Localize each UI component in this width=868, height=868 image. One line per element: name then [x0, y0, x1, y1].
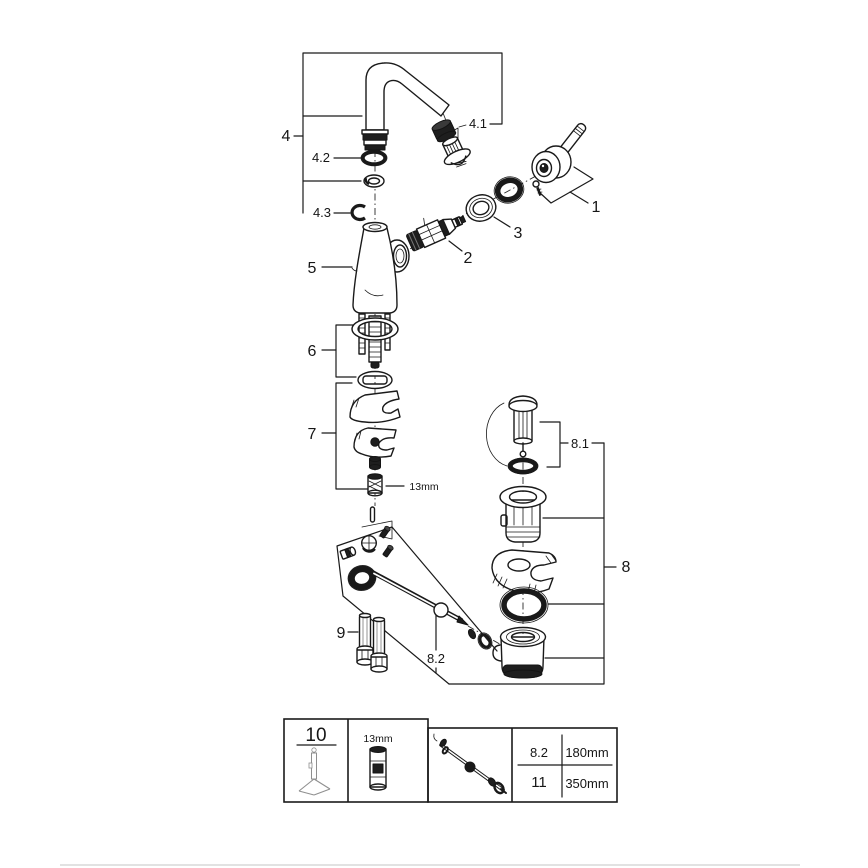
legend-row2-ref: 11 — [531, 774, 547, 791]
spout-oring — [360, 149, 388, 167]
leader-lines — [321, 166, 594, 633]
legend-tool-number: 10 — [305, 725, 326, 746]
label-mounting-set: 6 — [308, 343, 317, 360]
label-connection-hoses: 9 — [337, 625, 346, 642]
plug-washer — [507, 457, 539, 475]
legend-row1-ref: 8.2 — [530, 745, 548, 760]
label-spout-oring: 4.2 — [312, 150, 330, 165]
escutcheon-rings — [465, 176, 525, 222]
label-pull-rod: 8.2 — [427, 651, 445, 666]
pullrod-assembly — [339, 506, 493, 650]
connection-hoses — [356, 612, 388, 673]
drain-oring — [499, 586, 549, 624]
spout — [361, 62, 450, 151]
drain-flange — [499, 485, 547, 543]
drain-body — [492, 626, 547, 679]
label-waste-plug: 8.1 — [571, 436, 589, 451]
bracket-mounting-set — [321, 324, 357, 378]
label-fixing-socket: 13mm — [409, 481, 438, 493]
fixing-nut — [369, 456, 381, 470]
flow-straightener — [442, 136, 471, 168]
faucet-body — [351, 221, 410, 314]
bracket-fixing-set — [321, 382, 405, 490]
socket-drawing — [369, 746, 387, 791]
label-spout-group: 4 — [282, 128, 291, 145]
label-body: 5 — [308, 260, 317, 277]
label-handle: 1 — [592, 199, 601, 216]
fixing-bracket — [353, 427, 397, 458]
mounting-shank — [351, 313, 399, 369]
label-waste-set: 8 — [622, 559, 631, 576]
part-labels: 4 4.1 4.2 4.3 1 2 3 5 6 7 13mm 8 8.1 8.2… — [282, 116, 631, 666]
legend-table — [283, 718, 618, 803]
socket-adapter — [367, 473, 383, 497]
rod-drawing — [433, 733, 507, 795]
retaining-clip — [350, 203, 366, 222]
label-retaining-clip: 4.3 — [313, 205, 331, 220]
cartridge — [406, 215, 467, 252]
label-aerator: 4.1 — [469, 116, 487, 131]
legend-row1-length: 180mm — [565, 745, 608, 760]
legend-row2-length: 350mm — [565, 776, 608, 791]
slotted-ring — [363, 174, 385, 188]
legend-socket-size: 13mm — [363, 733, 392, 745]
legend-labels: 10 13mm 8.2 180mm 11 350mm — [305, 725, 608, 791]
bracket-waste-set — [448, 421, 617, 685]
label-cartridge: 2 — [464, 250, 473, 267]
label-fixing-set: 7 — [308, 426, 317, 443]
mounting-tool-drawing — [298, 747, 331, 796]
handle-screw — [532, 180, 543, 196]
drain-plug — [486, 395, 538, 467]
castellated-retainer — [491, 549, 557, 594]
aerator-ring — [431, 119, 457, 143]
fixing-wedge — [349, 390, 401, 424]
mounting-washer — [357, 370, 393, 390]
label-escutcheon-rings: 3 — [514, 225, 523, 242]
handle — [531, 122, 587, 184]
